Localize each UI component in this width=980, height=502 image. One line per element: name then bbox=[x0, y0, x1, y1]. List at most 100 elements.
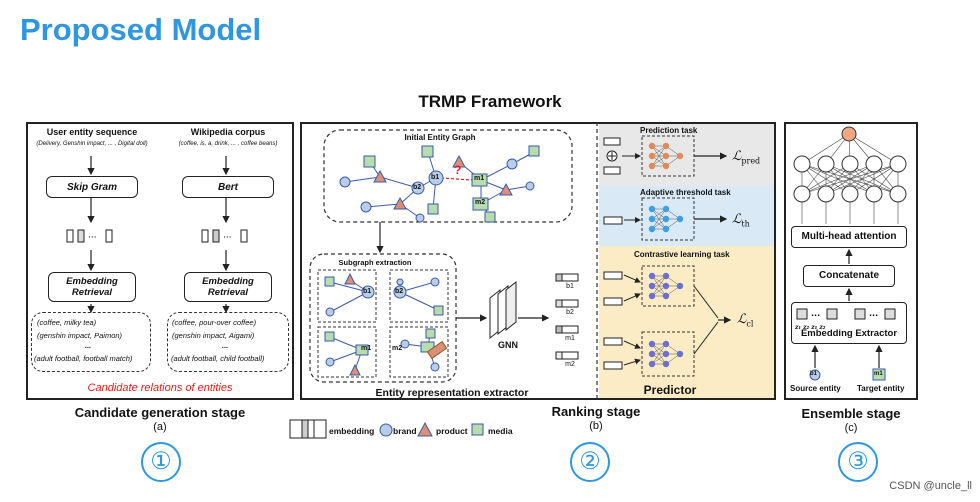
subgraph-title: Subgraph extraction bbox=[338, 258, 412, 267]
sub-m2: m2 bbox=[392, 345, 403, 352]
nn-node bbox=[648, 215, 656, 223]
ensemble-panel bbox=[784, 122, 918, 400]
embed-label-m2: m2 bbox=[565, 361, 575, 368]
stage-number-two: ② bbox=[570, 442, 610, 482]
bert-box: Bert bbox=[182, 176, 274, 198]
prediction-band bbox=[599, 124, 774, 186]
nn-node bbox=[648, 340, 656, 348]
nn-node bbox=[662, 162, 670, 170]
candidate-relations-label: Candidate relations of entities bbox=[87, 382, 233, 394]
embed-label-b1: b1 bbox=[566, 283, 574, 290]
nn-node bbox=[648, 360, 656, 368]
target-entity-label: Target entity bbox=[857, 384, 905, 393]
ensemble-node bbox=[793, 155, 811, 173]
loss-contrastive: ℒcl bbox=[737, 312, 754, 329]
ensemble-node bbox=[889, 155, 907, 173]
nn-node bbox=[662, 340, 670, 348]
ensemble-node bbox=[817, 185, 835, 203]
nn-node bbox=[662, 282, 670, 290]
svg-text:z₁ z₂ z₁ z₂: z₁ z₂ z₁ z₂ bbox=[794, 324, 826, 331]
nn-node bbox=[662, 360, 670, 368]
ensemble-node bbox=[865, 155, 883, 173]
relations-right-box bbox=[167, 312, 289, 372]
nn-node bbox=[648, 162, 656, 170]
legend-media: media bbox=[488, 426, 513, 436]
wikipedia-corpus-title: Wikipedia corpus bbox=[190, 127, 266, 137]
user-entity-sequence-title: User entity sequence bbox=[46, 127, 138, 137]
entity-representation-extractor-label: Entity representation extractor bbox=[375, 387, 529, 399]
nn-node bbox=[662, 292, 670, 300]
embedding-retrieval-right: Embedding Retrieval bbox=[184, 272, 272, 302]
ensemble-node bbox=[865, 185, 883, 203]
initial-graph-title: Initial Entity Graph bbox=[404, 133, 476, 142]
loss-pred: ℒpred bbox=[732, 149, 761, 166]
sub-b1: b1 bbox=[363, 288, 372, 295]
nn-node bbox=[648, 292, 656, 300]
prediction-task-label: Prediction task bbox=[640, 126, 698, 135]
contrastive-learning-task-label: Contrastive learning task bbox=[634, 250, 730, 259]
nn-node bbox=[648, 142, 656, 150]
candidate-arrows: ··· ··· bbox=[66, 156, 248, 314]
skip-gram-box: Skip Gram bbox=[46, 176, 138, 198]
adaptive-threshold-task-label: Adaptive threshold task bbox=[640, 188, 731, 197]
nn-node bbox=[662, 350, 670, 358]
wikipedia-corpus-example: (coffee, is, a, drink, ... , coffee bean… bbox=[178, 141, 278, 147]
ranking-stage-sub: (b) bbox=[589, 420, 603, 432]
ensemble-node bbox=[793, 185, 811, 203]
ensemble-b1: b1 bbox=[810, 371, 818, 377]
source-entity-label: Source entity bbox=[790, 384, 841, 393]
ensemble-node bbox=[817, 155, 835, 173]
embed-label-b2: b2 bbox=[566, 309, 574, 316]
ensemble-network bbox=[793, 126, 907, 224]
ensemble-arrows bbox=[809, 248, 886, 381]
svg-text:···: ··· bbox=[869, 311, 878, 320]
legend-graphics bbox=[289, 419, 484, 439]
nn-node bbox=[662, 215, 670, 223]
framework-title: TRMP Framework bbox=[418, 92, 562, 111]
missing-link-question: ? bbox=[454, 163, 462, 177]
legend-embedding: embedding bbox=[329, 426, 375, 436]
ranking-stage-title: Ranking stage bbox=[551, 404, 641, 419]
relation-right-1: (coffee, pour-over coffee) bbox=[172, 318, 257, 327]
nn-node bbox=[648, 350, 656, 358]
stage-number-three: ③ bbox=[838, 442, 878, 482]
relation-left-2: (genshin impact, Paimon) bbox=[37, 331, 123, 340]
page-heading: Proposed Model bbox=[20, 12, 262, 47]
legend-brand: brand bbox=[393, 426, 417, 436]
nn-node bbox=[648, 152, 656, 160]
watermark: CSDN @uncle_ll bbox=[889, 480, 972, 492]
loss-threshold: ℒth bbox=[732, 212, 750, 229]
ranking-diagram bbox=[309, 122, 732, 400]
candidate-stage-title: Candidate generation stage bbox=[74, 405, 246, 420]
stage-number-one: ① bbox=[141, 442, 181, 482]
nn-node bbox=[676, 215, 684, 223]
svg-text:···: ··· bbox=[223, 233, 232, 243]
relation-left-3: ... bbox=[85, 341, 92, 350]
candidate-generation-panel bbox=[26, 122, 294, 400]
ensemble-node bbox=[889, 185, 907, 203]
multi-head-attention-box: Multi-head attention bbox=[791, 226, 907, 248]
svg-text:···: ··· bbox=[811, 311, 820, 320]
relation-left-4: (adult football, football match) bbox=[34, 354, 133, 363]
ensemble-node bbox=[841, 155, 859, 173]
nn-node bbox=[648, 225, 656, 233]
user-entity-sequence-example: (Delivery, Genshin impact, ... , Digital… bbox=[36, 141, 148, 147]
nn-node bbox=[648, 272, 656, 280]
nn-node bbox=[662, 272, 670, 280]
sub-m1: m1 bbox=[361, 345, 372, 352]
legend-product: product bbox=[436, 426, 468, 436]
ensemble-m1: m1 bbox=[874, 371, 883, 377]
ensemble-node bbox=[841, 185, 859, 203]
nn-node bbox=[648, 205, 656, 213]
contrastive-band bbox=[599, 246, 774, 398]
ensemble-node bbox=[841, 126, 857, 142]
embedding-extractor-box: ··· ··· z₁ z₂ z₁ z₂ Embedding Extractor bbox=[791, 302, 907, 344]
nn-node bbox=[676, 152, 684, 160]
ensemble-stage-sub: (c) bbox=[844, 422, 858, 434]
threshold-band bbox=[599, 186, 774, 246]
nn-node bbox=[662, 205, 670, 213]
ensemble-stage-title: Ensemble stage bbox=[801, 406, 901, 421]
relation-right-4: (adult football, child football) bbox=[171, 354, 265, 363]
nn-node bbox=[662, 142, 670, 150]
predictor-title: Predictor bbox=[643, 383, 697, 397]
